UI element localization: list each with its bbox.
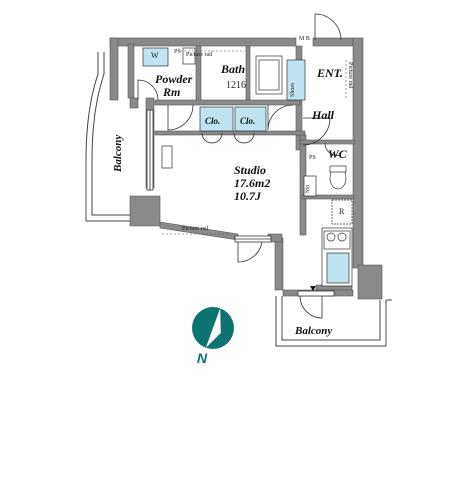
windows	[146, 109, 335, 297]
south-balcony-railing	[275, 296, 392, 347]
picture-rail-top: Picture rail	[186, 52, 213, 58]
entry-arrow	[310, 286, 316, 291]
hall-label: Hall	[312, 108, 335, 122]
fixtures	[142, 47, 353, 287]
closet-right-label: Clo.	[240, 116, 256, 126]
south-balcony-label: Balcony	[295, 325, 333, 337]
door-swings	[137, 13, 342, 319]
washer-mark: W	[151, 51, 159, 60]
west-balcony-label: Balcony	[112, 134, 124, 172]
west-balcony-railing	[85, 52, 130, 222]
compass-north-label: N	[197, 350, 208, 366]
compass	[192, 307, 234, 349]
wc-label: WC	[328, 147, 347, 161]
powder-room-label: Powder Rm	[155, 72, 193, 100]
picture-rails	[162, 50, 347, 235]
mb-mark: M B	[299, 36, 310, 42]
picture-rail-bottom: Picture rail	[182, 226, 209, 232]
fridge-mark: R	[339, 207, 345, 216]
studio-label: Studio 17.6m2 10.7J	[234, 163, 271, 204]
bath-size: 1216	[226, 80, 246, 91]
closet-left-label: Clo.	[205, 116, 221, 126]
entrance-label: ENT.	[317, 66, 343, 80]
ps-mark-top: PS	[174, 49, 181, 55]
shoes-mark: Shoes	[290, 82, 296, 97]
sto-mark: Sto	[305, 184, 311, 193]
bath-label: Bath	[221, 62, 246, 76]
picture-rail-right: Picture rail	[347, 62, 353, 89]
wall-panel	[161, 145, 173, 169]
ps-mark-wc: PS	[309, 155, 316, 161]
